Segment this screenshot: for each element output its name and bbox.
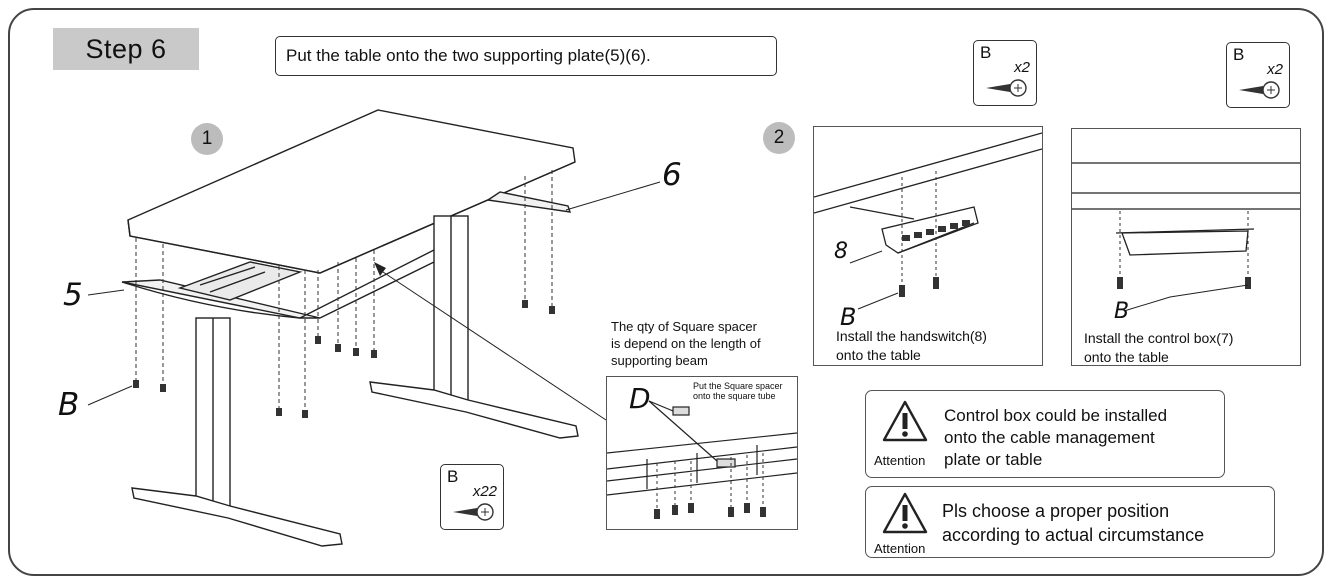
screw-icon xyxy=(453,503,494,521)
handswitch-panel: 8 B Install the handswitch(8) onto the t… xyxy=(813,126,1043,366)
caption-line: Install the handswitch(8) xyxy=(836,328,987,344)
callout-part-8: 8 xyxy=(834,239,848,264)
attention-box-1: Attention Control box could be installed… xyxy=(865,390,1225,478)
attention-label: Attention xyxy=(874,453,926,468)
spacer-note-line: supporting beam xyxy=(611,353,708,368)
screw-pack-b-x2-handswitch: B x2 xyxy=(973,40,1037,106)
warning-icon xyxy=(882,492,928,534)
substep-1-marker: 1 xyxy=(191,123,223,155)
spacer-note: The qty of Square spacer is depend on th… xyxy=(611,318,761,369)
attention-line: Control box could be installed xyxy=(944,406,1168,425)
caption-line: onto the table xyxy=(1084,349,1169,365)
attention-line: Pls choose a proper position xyxy=(942,501,1170,521)
spacer-note-line: is depend on the length of xyxy=(611,336,761,351)
callout-part-6: 6 xyxy=(662,157,682,193)
control-box-drawing xyxy=(1072,162,1300,312)
screw-pack-qty: x22 xyxy=(472,483,497,500)
caption-line: Install the control box(7) xyxy=(1084,330,1234,346)
warning-icon xyxy=(882,400,928,442)
attention-label: Attention xyxy=(874,541,926,556)
attention-line: plate or table xyxy=(944,450,1043,469)
front-foot xyxy=(131,487,343,547)
callout-screw-b: B xyxy=(1114,299,1130,324)
screw-pack-qty: x2 xyxy=(1267,61,1283,78)
step-label: Step 6 xyxy=(53,28,199,70)
callout-spacer-d: D xyxy=(629,382,651,415)
screw-pack-letter: B xyxy=(980,43,992,62)
control-box-caption: Install the control box(7) onto the tabl… xyxy=(1084,329,1233,367)
instruction-label: Put the table onto the two supporting pl… xyxy=(286,46,651,65)
caption-line: onto the table xyxy=(836,347,921,363)
attention-line: according to actual circumstance xyxy=(942,525,1205,545)
screw-pack-qty: x2 xyxy=(1014,59,1030,76)
attention-line: onto the cable management xyxy=(944,428,1155,447)
spacer-note-line: The qty of Square spacer xyxy=(611,319,757,334)
screw-pack-b-x2-control-box: B x2 xyxy=(1226,42,1290,108)
back-foot xyxy=(369,381,579,439)
callout-screw-b: B xyxy=(840,303,857,331)
screw-icon xyxy=(1239,81,1280,99)
handswitch-drawing xyxy=(814,132,1042,310)
control-box-panel: B Install the control box(7) onto the ta… xyxy=(1071,128,1301,366)
instruction-text: Put the table onto the two supporting pl… xyxy=(275,36,777,76)
screw-icon xyxy=(986,79,1027,97)
callout-screw-b: B xyxy=(58,387,80,423)
attention-message: Control box could be installed onto the … xyxy=(944,405,1167,471)
detail-note-line: Put the Square spacer xyxy=(693,381,783,391)
substep-2-marker: 2 xyxy=(763,122,795,154)
attention-box-2: Attention Pls choose a proper position a… xyxy=(865,486,1275,558)
spacer-detail-panel: D Put the Square spacer onto the square … xyxy=(606,376,798,530)
detail-note: Put the Square spacer onto the square tu… xyxy=(693,381,783,401)
square-tube-drawing xyxy=(607,400,797,519)
screw-pack-letter: B xyxy=(1233,45,1245,64)
handswitch-caption: Install the handswitch(8) onto the table xyxy=(836,327,987,365)
supporting-plate-6 xyxy=(486,191,572,213)
screw-pack-letter: B xyxy=(447,467,459,486)
desk-assembly-drawing xyxy=(87,109,661,547)
detail-note-line: onto the square tube xyxy=(693,391,776,401)
attention-message: Pls choose a proper position according t… xyxy=(942,499,1204,547)
screw-pack-b-x22: B x22 xyxy=(440,464,504,530)
instruction-frame xyxy=(8,8,1324,576)
callout-part-5: 5 xyxy=(63,277,83,313)
